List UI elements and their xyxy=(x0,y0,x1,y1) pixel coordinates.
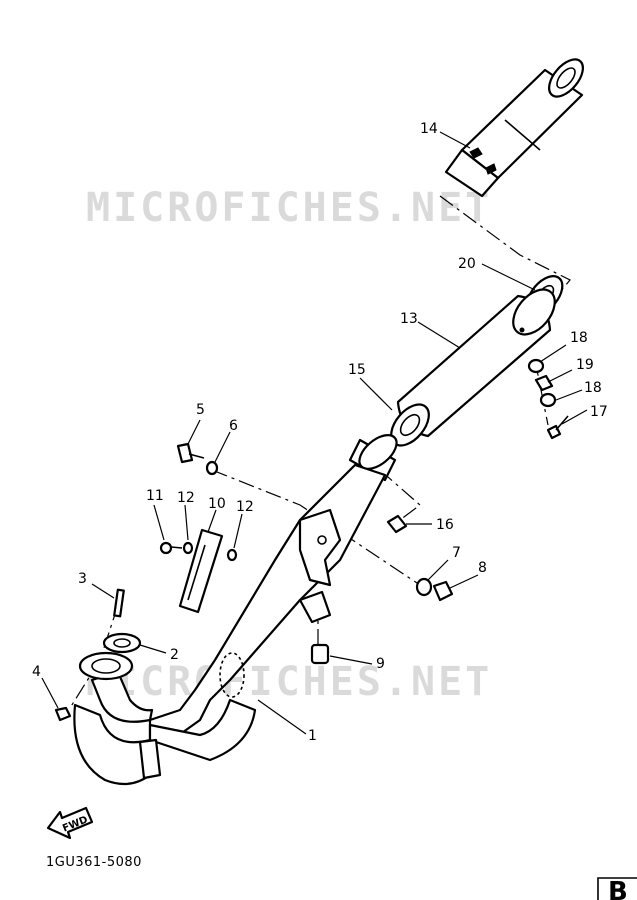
leader-6 xyxy=(214,431,231,463)
callout-7: 7 xyxy=(452,545,461,561)
leader-12a xyxy=(184,504,189,541)
leader-7 xyxy=(427,559,449,581)
assembly-line-15-16 xyxy=(379,469,421,521)
bolt-part-17 xyxy=(546,415,569,440)
callout-3: 3 xyxy=(78,571,87,587)
watermark-bottom: MICROFICHES.NET xyxy=(86,659,492,705)
assembly-line-3-4 xyxy=(69,604,119,709)
callout-19: 19 xyxy=(576,357,594,373)
leader-15 xyxy=(359,377,393,411)
leader-12b xyxy=(233,513,243,549)
leader-18b xyxy=(555,389,583,401)
callout-11: 11 xyxy=(146,488,164,504)
screw-part-11 xyxy=(159,541,183,555)
leader-4 xyxy=(41,677,59,709)
exhaust-pipe-part-1 xyxy=(73,434,398,786)
leader-20 xyxy=(481,263,536,291)
leader-14 xyxy=(439,131,471,149)
stud-part-3 xyxy=(113,588,125,618)
nut-part-4 xyxy=(54,706,72,722)
callout-15: 15 xyxy=(348,362,366,378)
callout-20: 20 xyxy=(458,256,476,272)
leader-18a xyxy=(539,344,567,363)
callout-12b: 12 xyxy=(236,499,254,515)
watermark-top: MICROFICHES.NET xyxy=(86,185,492,231)
nut-part-8 xyxy=(432,580,454,602)
leader-19 xyxy=(547,369,573,383)
leader-8 xyxy=(449,574,479,589)
leader-1 xyxy=(257,699,307,735)
gasket-part-2 xyxy=(102,632,142,654)
callout-5: 5 xyxy=(196,402,205,418)
page-letter: B xyxy=(608,877,628,900)
tail-pipe-part-14 xyxy=(444,58,584,198)
callout-2: 2 xyxy=(170,647,179,663)
assembly-line-6-7 xyxy=(211,469,421,586)
washer-part-7 xyxy=(415,577,433,597)
gasket-part-15 xyxy=(390,403,430,447)
callout-9: 9 xyxy=(376,656,385,672)
bolt-part-16 xyxy=(386,514,408,534)
callout-6: 6 xyxy=(229,418,238,434)
callout-17: 17 xyxy=(590,404,608,420)
damper-part-9 xyxy=(310,643,330,665)
callout-8: 8 xyxy=(478,560,487,576)
washer-part-18-upper xyxy=(527,358,545,374)
callout-13: 13 xyxy=(400,311,418,327)
callout-10: 10 xyxy=(208,496,226,512)
fwd-arrow-icon: FWD xyxy=(46,806,94,840)
leader-17 xyxy=(561,409,588,425)
callout-16: 16 xyxy=(436,517,454,533)
page-letter-box: B xyxy=(597,877,637,900)
diagram-code: 1GU361-5080 xyxy=(46,855,142,870)
callout-1: 1 xyxy=(308,728,317,744)
leader-2 xyxy=(139,644,167,654)
callout-14: 14 xyxy=(420,121,438,137)
callout-12a: 12 xyxy=(177,490,195,506)
exhaust-flange xyxy=(78,651,134,681)
leader-10 xyxy=(207,509,217,533)
leader-5 xyxy=(187,419,201,445)
leader-13 xyxy=(417,321,461,349)
callout-18b: 18 xyxy=(584,380,602,396)
callout-4: 4 xyxy=(32,664,41,680)
protector-part-10 xyxy=(178,528,224,614)
callout-18a: 18 xyxy=(570,330,588,346)
bolt-part-5 xyxy=(176,442,205,464)
washer-part-6 xyxy=(205,460,219,476)
leader-11 xyxy=(153,504,165,541)
leader-3 xyxy=(91,583,115,599)
nut-part-19 xyxy=(534,374,554,392)
collar-part-12-right xyxy=(226,548,238,562)
leader-9 xyxy=(329,655,373,665)
washer-part-18-lower xyxy=(539,392,557,408)
collar-part-12-left xyxy=(182,541,194,555)
